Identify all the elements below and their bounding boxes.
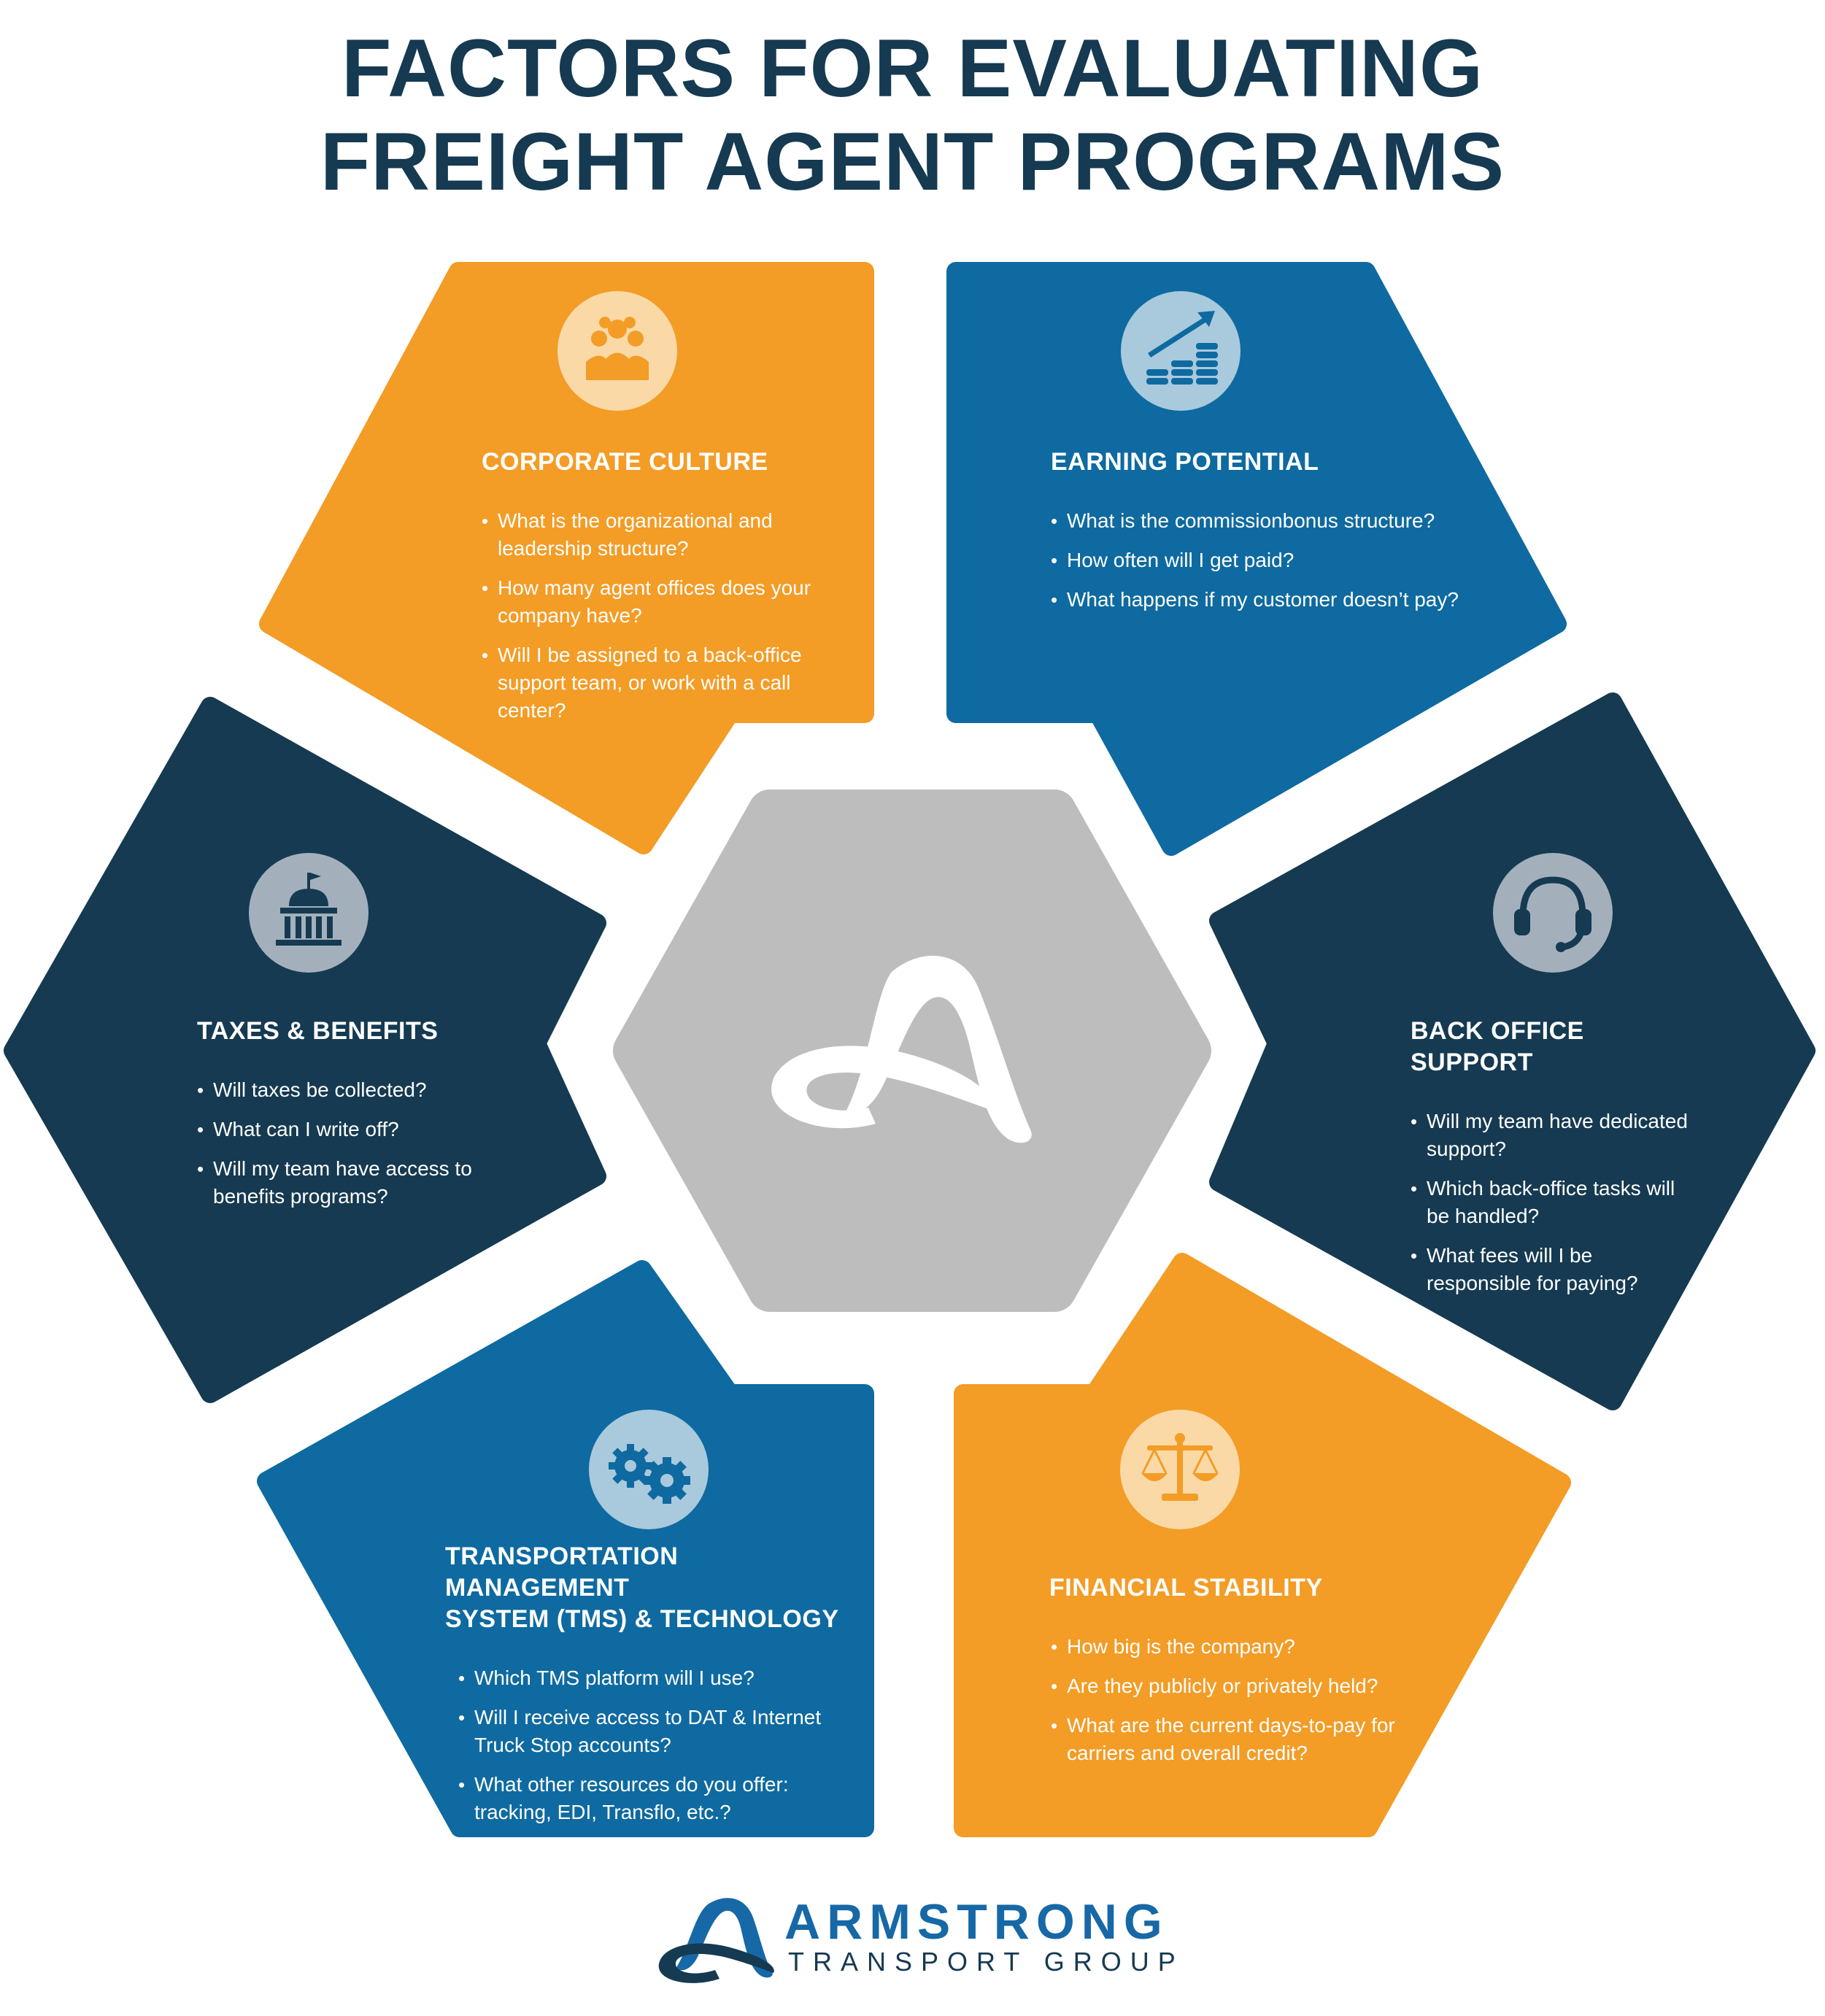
panel-heading: FINANCIAL STABILITY xyxy=(1049,1574,1323,1602)
logo-tagline: TRANSPORT GROUP xyxy=(788,1947,1184,1977)
center-hexagon xyxy=(613,789,1211,1312)
list-item: Which TMS platform will I use? xyxy=(458,1664,854,1692)
list-item: How many agent offices does your company… xyxy=(482,574,861,630)
list-item: Will I be assigned to a back-office supp… xyxy=(482,641,833,725)
title-line-2: FREIGHT AGENT PROGRAMS xyxy=(320,116,1505,207)
panel-tms: TRANSPORTATION MANAGEMENT SYSTEM (TMS) &… xyxy=(445,1541,854,1838)
list-item: Will I receive access to DAT & Internet … xyxy=(458,1704,854,1759)
armstrong-a-logo-icon xyxy=(771,955,1032,1143)
panel-back-office: BACK OFFICE SUPPORT Will my team have de… xyxy=(1411,1016,1688,1309)
list-item: What can I write off? xyxy=(197,1116,496,1143)
list-item: What is the commissionbonus structure? xyxy=(1051,507,1489,535)
list-item: What fees will I be responsible for payi… xyxy=(1411,1242,1688,1297)
people-group-icon xyxy=(555,289,679,413)
government-building-icon xyxy=(247,851,371,975)
list-item: What are the current days-to-pay for car… xyxy=(1051,1712,1414,1767)
armstrong-a-logo-icon xyxy=(658,1898,774,1983)
panel-heading: EARNING POTENTIAL xyxy=(1051,448,1319,476)
armstrong-logo: ARMSTRONG TRANSPORT GROUP xyxy=(657,1890,1182,1985)
list-item: Are they publicly or privately held? xyxy=(1051,1672,1414,1700)
list-item: Will my team have access to benefits pro… xyxy=(197,1155,496,1210)
balance-scale-icon xyxy=(1118,1407,1242,1532)
list-item: What happens if my customer doesn’t pay? xyxy=(1051,586,1489,614)
panel-earning-potential: EARNING POTENTIAL What is the commission… xyxy=(1051,447,1489,625)
headset-icon xyxy=(1491,851,1615,975)
panel-heading: TAXES & BENEFITS xyxy=(197,1017,439,1045)
list-item: What is the organizational and leadershi… xyxy=(482,507,861,563)
panel-financial: FINANCIAL STABILITY How big is the compa… xyxy=(1049,1572,1414,1779)
panel-heading: BACK OFFICE SUPPORT xyxy=(1411,1017,1584,1076)
coins-growth-icon xyxy=(1119,289,1243,413)
logo-name: ARMSTRONG xyxy=(784,1894,1169,1950)
title-line-1: FACTORS FOR EVALUATING xyxy=(341,23,1484,114)
list-item: Will taxes be collected? xyxy=(197,1076,496,1104)
gears-icon xyxy=(587,1407,711,1532)
list-item: What other resources do you offer: track… xyxy=(458,1771,854,1826)
panel-shape-taxes-benefits xyxy=(4,697,606,1403)
panel-heading-line-2: SYSTEM (TMS) & TECHNOLOGY xyxy=(445,1605,839,1633)
list-item: How big is the company? xyxy=(1051,1633,1414,1661)
panel-heading-line-1: TRANSPORTATION MANAGEMENT xyxy=(445,1542,679,1602)
list-item: Which back-office tasks will be handled? xyxy=(1411,1175,1688,1230)
panel-heading: TRANSPORTATION MANAGEMENT SYSTEM (TMS) &… xyxy=(445,1541,854,1635)
panel-heading: CORPORATE CULTURE xyxy=(482,448,768,476)
panel-corporate-culture: CORPORATE CULTURE What is the organizati… xyxy=(482,447,861,736)
page-title: FACTORS FOR EVALUATING FREIGHT AGENT PRO… xyxy=(0,22,1825,209)
list-item: How often will I get paid? xyxy=(1051,547,1489,574)
list-item: Will my team have dedicated support? xyxy=(1411,1108,1688,1163)
panel-taxes-benefits: TAXES & BENEFITS Will taxes be collected… xyxy=(197,1016,496,1222)
